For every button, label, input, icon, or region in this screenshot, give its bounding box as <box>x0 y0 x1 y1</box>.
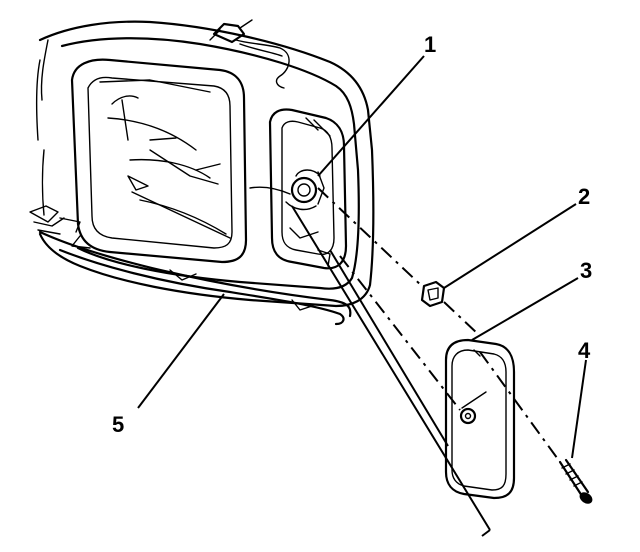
leader-2 <box>443 203 577 289</box>
callout-2: 2 <box>578 184 590 209</box>
callout-1: 1 <box>424 32 436 57</box>
headlamp-housing <box>29 19 375 326</box>
leader-3 <box>471 277 579 341</box>
screw <box>558 458 593 504</box>
callout-leaders <box>137 55 587 459</box>
marker-lamp-lens <box>444 338 516 500</box>
callout-4: 4 <box>578 338 591 363</box>
alignment-lines <box>291 187 561 537</box>
callout-5: 5 <box>112 412 124 437</box>
leader-5 <box>137 293 225 409</box>
callout-3: 3 <box>580 258 592 283</box>
leader-4 <box>571 359 587 459</box>
leader-1 <box>317 55 425 177</box>
retainer-clip <box>420 280 446 308</box>
